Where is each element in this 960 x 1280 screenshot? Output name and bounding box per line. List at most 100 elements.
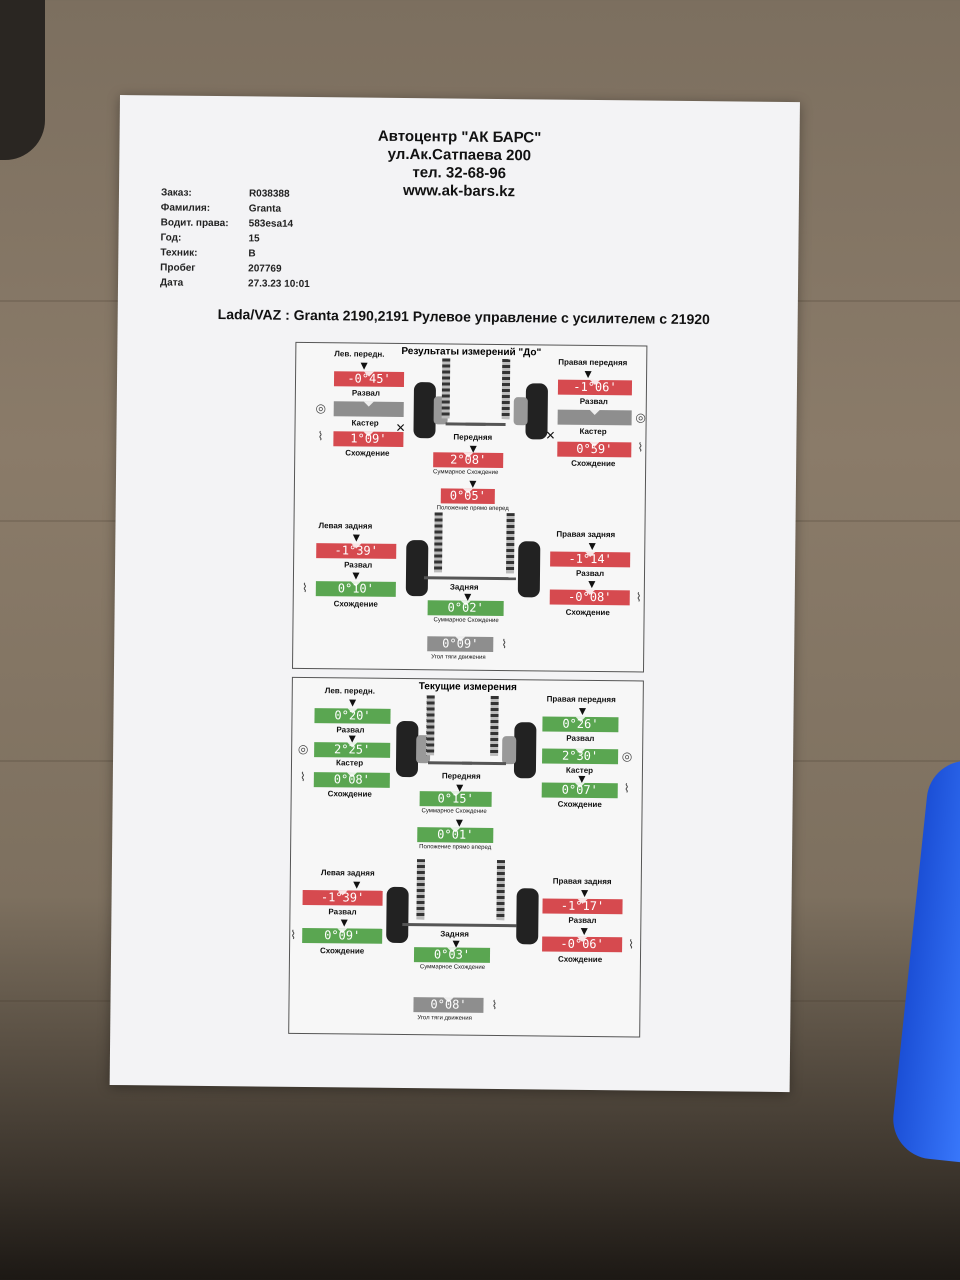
thrust-angle-gauge: 0°08' — [413, 997, 484, 1013]
front-right-toe-gauge: 0°07' — [541, 782, 618, 799]
toe-icon: ⌇ — [637, 440, 644, 455]
front-left-camber-gauge: -0°45' — [333, 371, 405, 387]
arrow-down-icon: ▼ — [338, 915, 351, 930]
toe-label: Схождение — [345, 448, 390, 458]
arrow-down-icon: ▼ — [578, 885, 591, 900]
rear-right-toe-gauge: -0°08' — [549, 589, 630, 606]
arrow-down-icon: ▼ — [576, 703, 589, 718]
rear-left-label: Левая задняя — [320, 868, 375, 878]
camber-label: Развал — [566, 733, 595, 744]
toe-icon: ⌇ — [635, 590, 642, 605]
front-right-caster-gauge: 2°30' — [542, 748, 619, 765]
front-right-label: Правая передняя — [558, 357, 628, 368]
arrow-down-icon: ▼ — [585, 576, 598, 592]
arrow-down-icon: ▼ — [349, 568, 362, 583]
thrust-angle-gauge: 0°09' — [427, 636, 494, 652]
order-row: Техник:B — [160, 247, 310, 264]
arrow-down-icon: ▼ — [350, 877, 363, 892]
camber-label: Развал — [351, 388, 381, 398]
front-left-toe-gauge: 0°08' — [313, 772, 390, 788]
rear-right-camber-gauge: -1°17' — [542, 898, 623, 915]
order-row: Год:15 — [160, 232, 310, 249]
rear-right-wheel — [517, 541, 541, 598]
total-toe-label: Суммарное Схождение — [433, 617, 499, 624]
front-total-toe-gauge: 2°08' — [433, 452, 504, 469]
vehicle-title: Lada/VAZ : Granta 2190,2191 Рулевое упра… — [217, 306, 710, 328]
order-key: Дата — [159, 277, 184, 289]
order-value: R038388 — [248, 188, 290, 200]
front-left-strut — [426, 695, 435, 756]
rear-left-strut — [434, 512, 443, 573]
front-total-toe-gauge: 0°15' — [419, 791, 492, 807]
front-right-camber-gauge: 0°26' — [542, 716, 619, 733]
order-key: Водит. права: — [160, 217, 229, 230]
rear-left-wheel — [386, 886, 409, 944]
arrow-down-icon: ▼ — [346, 695, 359, 710]
toe-label: Схождение — [327, 789, 372, 799]
rear-axle-beam — [423, 576, 516, 581]
rear-right-wheel — [516, 888, 539, 945]
toe-label: Схождение — [557, 799, 602, 810]
rear-left-toe-gauge: 0°10' — [315, 581, 396, 597]
order-value: Granta — [248, 203, 282, 215]
blue-object — [889, 756, 960, 1164]
rear-left-wheel — [405, 540, 429, 597]
rear-left-camber-gauge: -1°39' — [302, 889, 383, 906]
thrust-label: Угол тяги движения — [417, 1015, 472, 1022]
front-left-strut — [441, 358, 451, 419]
rear-right-label: Правая задняя — [552, 876, 612, 887]
front-right-wheel — [513, 722, 537, 779]
steer-ahead-gauge: 0°05' — [440, 488, 495, 504]
front-left-camber-gauge: 0°20' — [314, 708, 391, 724]
front-left-caster-gauge: 2°25' — [314, 742, 391, 758]
toe-label: Схождение — [333, 599, 378, 609]
caster-label: Кастер — [351, 418, 379, 428]
front-right-strut — [501, 359, 511, 420]
order-row: Заказ: R038388 — [161, 187, 311, 204]
before-panel: Результаты измерений "До" Лев. передн. ▼… — [292, 341, 648, 673]
caster-icon: ◎ — [621, 749, 633, 764]
toe-icon: ⌇ — [317, 429, 324, 444]
arrow-down-icon: ▼ — [350, 530, 363, 545]
order-key: Фамилия: — [160, 202, 211, 214]
rear-axle-beam — [402, 923, 517, 928]
order-key: Пробег — [160, 262, 196, 274]
rear-right-toe-gauge: -0°06' — [542, 936, 623, 953]
thrust-label: Угол тяги движения — [431, 654, 486, 661]
caster-label: Кастер — [579, 426, 607, 437]
rear-left-label: Левая задняя — [318, 521, 373, 531]
toe-icon: ⌇ — [299, 769, 306, 784]
front-left-toe-gauge: 1°09' — [333, 431, 404, 447]
toe-icon: ⌇ — [301, 580, 308, 595]
caster-icon: ◎ — [635, 410, 646, 425]
toe-label: Схождение — [557, 954, 603, 965]
order-value: 27.3.23 10:01 — [247, 278, 310, 290]
total-toe-label: Суммарное Схождение — [419, 964, 486, 971]
order-row: Водит. права: 583esa14 — [161, 217, 311, 234]
rear-right-camber-gauge: -1°14' — [550, 551, 631, 568]
cross-icon: ✕ — [545, 428, 556, 443]
arrow-down-icon: ▼ — [358, 358, 371, 373]
dark-object — [0, 0, 45, 160]
toe-label: Схождение — [565, 607, 610, 618]
current-panel: Текущие измерения Лев. передн. ▼ 0°20' Р… — [288, 676, 644, 1038]
rear-total-toe-gauge: 0°02' — [427, 600, 504, 617]
front-right-toe-gauge: 0°59' — [557, 441, 632, 458]
caster-icon: ◎ — [315, 401, 327, 416]
front-right-label: Правая передняя — [546, 694, 616, 705]
front-left-caster-gauge — [333, 401, 404, 417]
toe-icon: ⌇ — [628, 937, 635, 952]
steer-ahead-gauge: 0°01' — [417, 827, 494, 843]
total-toe-label: Суммарное Схождение — [421, 808, 487, 815]
camber-label: Развал — [579, 396, 608, 407]
rear-total-toe-gauge: 0°03' — [413, 947, 491, 963]
order-key: Заказ: — [160, 187, 192, 199]
order-value: 583esa14 — [248, 218, 294, 230]
steer-ahead-label: Положение прямо вперед — [436, 505, 509, 513]
order-row: Дата 27.3.23 10:01 — [160, 277, 310, 294]
front-left-wheel — [395, 720, 419, 778]
alignment-report-sheet: Автоцентр "АК БАРС" ул.Ак.Сатпаева 200 т… — [109, 95, 800, 1093]
front-right-hub — [502, 736, 517, 765]
rear-left-camber-gauge: -1°39' — [316, 543, 397, 559]
